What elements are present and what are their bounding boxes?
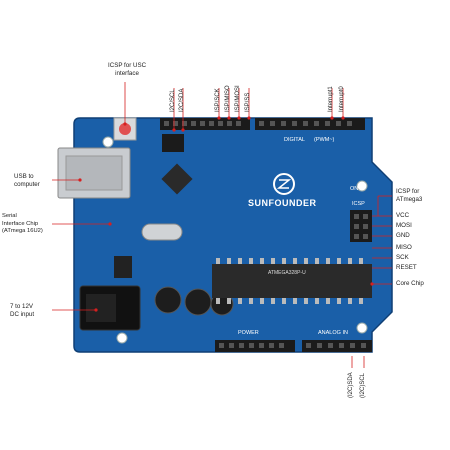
icsp-atmega-label: ICSP for ATmega3 <box>396 188 423 203</box>
isp-mosi-label: ISP/MOSI <box>235 85 241 112</box>
vcc-label: VCC <box>396 212 410 219</box>
capacitor <box>184 288 212 316</box>
mount-hole <box>102 136 114 148</box>
icsp-16u2-header <box>162 134 184 152</box>
on-led-label: ON <box>350 186 359 192</box>
regulator <box>114 256 132 278</box>
brand-name: SUNFOUNDER <box>248 198 317 208</box>
mosi-label: MOSI <box>396 222 412 229</box>
brand-logo-icon <box>273 173 295 195</box>
interrupt0-label: Interrupt0 <box>339 86 345 112</box>
isp-ss-label: ISP/SS <box>245 92 251 112</box>
mount-hole <box>356 322 368 334</box>
digital-label: DIGITAL <box>284 137 305 143</box>
isp-sck-label: ISP/SCK <box>215 88 221 112</box>
i2c-scl-bottom-label: (I2C)SCL <box>360 372 366 398</box>
icsp-usb-label: ICSP for USC interface <box>108 62 147 77</box>
pwm-label: (PWM~) <box>314 137 335 143</box>
power-header <box>215 340 295 352</box>
capacitor <box>154 286 182 314</box>
analog-label: ANALOG IN <box>318 330 348 336</box>
isp-miso-label: ISP/MISO <box>225 85 231 112</box>
serial-chip <box>161 163 193 195</box>
usb-label: USB to computer <box>14 173 40 188</box>
i2c-sda-bottom-label: (I2C)SDA <box>348 372 354 398</box>
i2c-scl-top-label: I2C/SCL <box>170 89 176 112</box>
icsp-atmega-header <box>350 210 372 242</box>
miso-label: MISO <box>396 244 412 251</box>
mount-hole <box>356 180 368 192</box>
serial-chip-label: Serial Interface Chip (ATmega 16U2) <box>2 213 43 234</box>
power-label: POWER <box>238 330 259 336</box>
i2c-sda-top-label: I2C/SDA <box>179 88 185 112</box>
icsp-silk-label: ICSP <box>352 201 365 207</box>
chip-marking: ATMEGA328P-U <box>268 270 306 276</box>
sck-label: SCK <box>396 254 409 261</box>
interrupt1-label: Interrupt1 <box>328 86 334 112</box>
crystal <box>141 223 183 241</box>
gnd-label: GND <box>396 232 410 239</box>
power-input-label: 7 to 12V DC input <box>10 303 35 318</box>
mount-hole <box>116 332 128 344</box>
core-chip <box>212 264 372 298</box>
reset-label: RESET <box>396 264 417 271</box>
core-chip-label: Core Chip <box>396 280 424 287</box>
